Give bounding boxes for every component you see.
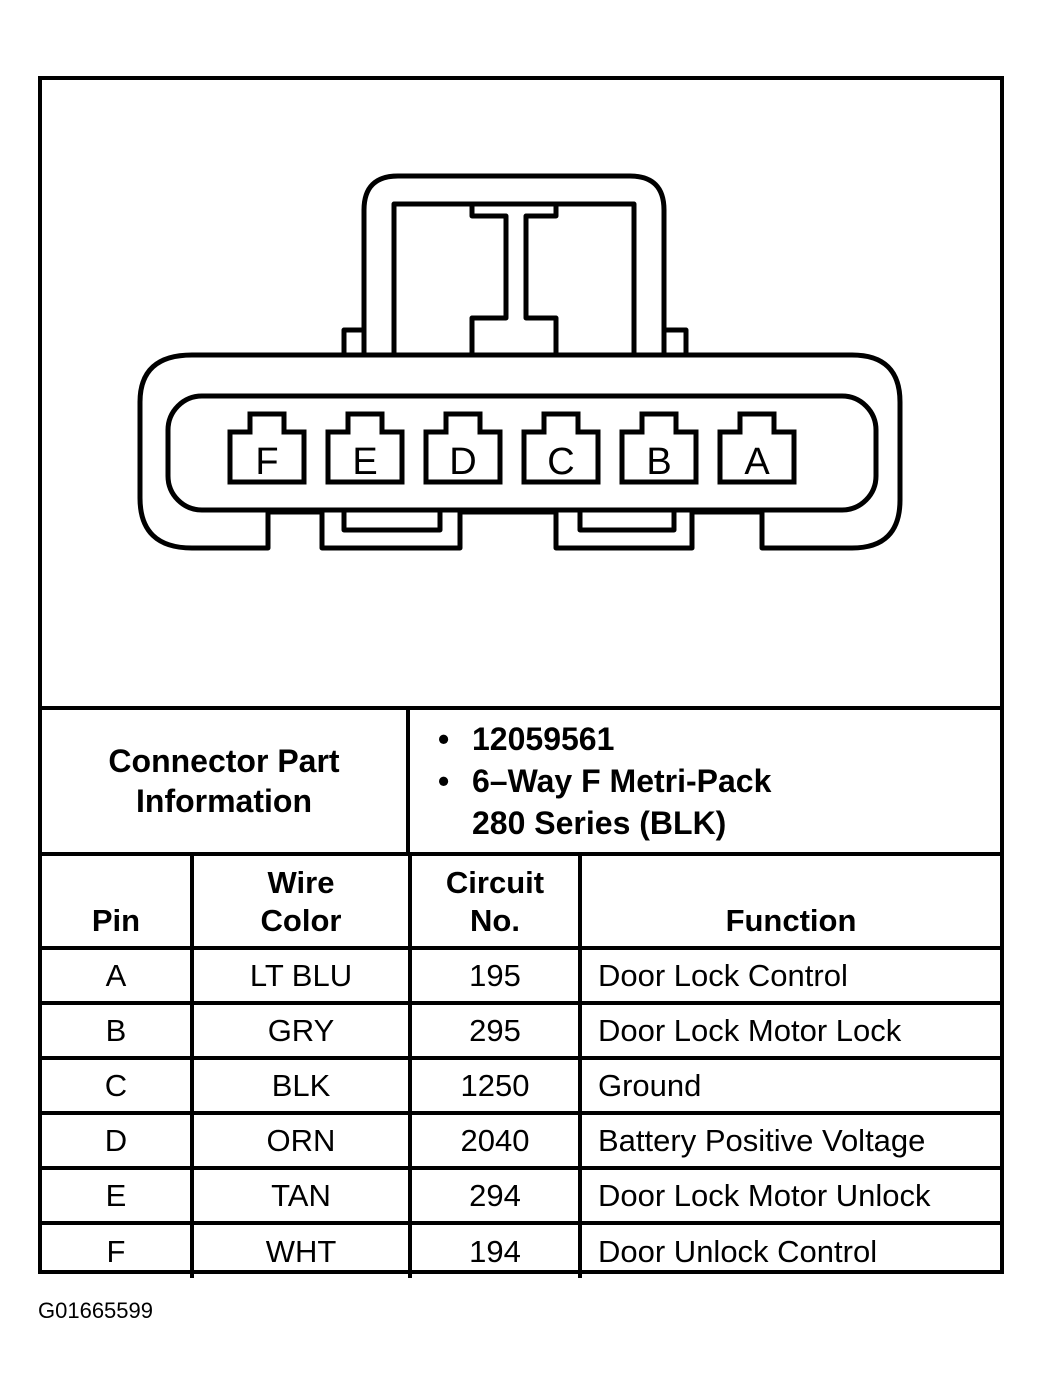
pin-label-e: E bbox=[352, 441, 377, 483]
cell-pin: D bbox=[42, 1111, 194, 1170]
body-outline bbox=[137, 352, 903, 551]
cell-pin: C bbox=[42, 1056, 194, 1115]
table-row: D ORN 2040 Battery Positive Voltage bbox=[42, 1111, 1000, 1170]
pin-terminal-f bbox=[227, 411, 307, 485]
table-row: C BLK 1250 Ground bbox=[42, 1056, 1000, 1115]
cell-circuit: 295 bbox=[408, 1001, 582, 1060]
cell-function: Battery Positive Voltage bbox=[578, 1111, 1000, 1170]
bullet-icon: • bbox=[438, 721, 450, 757]
pin-label-c: C bbox=[547, 441, 574, 483]
latch-outline bbox=[361, 173, 667, 355]
pin-label-b: B bbox=[646, 441, 671, 483]
body-keys bbox=[341, 512, 677, 533]
header-wire-color: Wire Color bbox=[190, 852, 412, 950]
cell-pin: E bbox=[42, 1166, 194, 1225]
pinout-table: Pin Wire Color Circuit No. Function A LT… bbox=[42, 852, 1000, 1278]
cell-circuit: 294 bbox=[408, 1166, 582, 1225]
latch-inner bbox=[391, 201, 637, 355]
cell-wire-color: ORN bbox=[190, 1111, 412, 1170]
header-function: Function bbox=[578, 852, 1000, 950]
table-row: A LT BLU 195 Door Lock Control bbox=[42, 946, 1000, 1005]
cell-wire-color: BLK bbox=[190, 1056, 412, 1115]
cell-function: Door Lock Motor Lock bbox=[578, 1001, 1000, 1060]
header-circuit-no: Circuit No. bbox=[408, 852, 582, 950]
latch-post bbox=[469, 204, 559, 355]
table-row: F WHT 194 Door Unlock Control bbox=[42, 1221, 1000, 1278]
pin-cavity bbox=[165, 393, 879, 513]
pin-label-f: F bbox=[255, 441, 278, 483]
cell-wire-color: TAN bbox=[190, 1166, 412, 1225]
table-row: E TAN 294 Door Lock Motor Unlock bbox=[42, 1166, 1000, 1225]
part-number: •12059561 bbox=[438, 718, 1000, 760]
header-pin: Pin bbox=[42, 852, 194, 950]
part-info-values: •12059561 •6–Way F Metri-Pack 280 Series… bbox=[410, 710, 1000, 852]
bullet-icon: • bbox=[438, 763, 450, 799]
pin-terminal-e bbox=[325, 411, 405, 485]
pin-label-d: D bbox=[449, 441, 476, 483]
part-info-label: Connector Part Information bbox=[42, 710, 410, 852]
pin-terminal-b bbox=[619, 411, 699, 485]
pin-terminal-a bbox=[717, 411, 797, 485]
cell-pin: F bbox=[42, 1221, 194, 1278]
figure-id: G01665599 bbox=[38, 1298, 153, 1323]
table-row: B GRY 295 Door Lock Motor Lock bbox=[42, 1001, 1000, 1060]
cell-circuit: 195 bbox=[408, 946, 582, 1005]
pin-terminal-d bbox=[423, 411, 503, 485]
cell-circuit: 194 bbox=[408, 1221, 582, 1278]
cell-function: Door Unlock Control bbox=[578, 1221, 1000, 1278]
part-description: •6–Way F Metri-Pack 280 Series (BLK) bbox=[438, 760, 1000, 844]
cell-circuit: 2040 bbox=[408, 1111, 582, 1170]
cell-function: Door Lock Control bbox=[578, 946, 1000, 1005]
pin-terminal-c bbox=[521, 411, 601, 485]
cell-pin: B bbox=[42, 1001, 194, 1060]
cell-function: Door Lock Motor Unlock bbox=[578, 1166, 1000, 1225]
cell-wire-color: WHT bbox=[190, 1221, 412, 1278]
connector-part-info: Connector Part Information •12059561 •6–… bbox=[42, 706, 1000, 852]
cell-circuit: 1250 bbox=[408, 1056, 582, 1115]
pin-label-a: A bbox=[744, 441, 770, 483]
cell-wire-color: GRY bbox=[190, 1001, 412, 1060]
cell-wire-color: LT BLU bbox=[190, 946, 412, 1005]
cell-pin: A bbox=[42, 946, 194, 1005]
latch-tabs bbox=[341, 327, 689, 355]
cell-function: Ground bbox=[578, 1056, 1000, 1115]
table-header-row: Pin Wire Color Circuit No. Function bbox=[42, 852, 1000, 950]
